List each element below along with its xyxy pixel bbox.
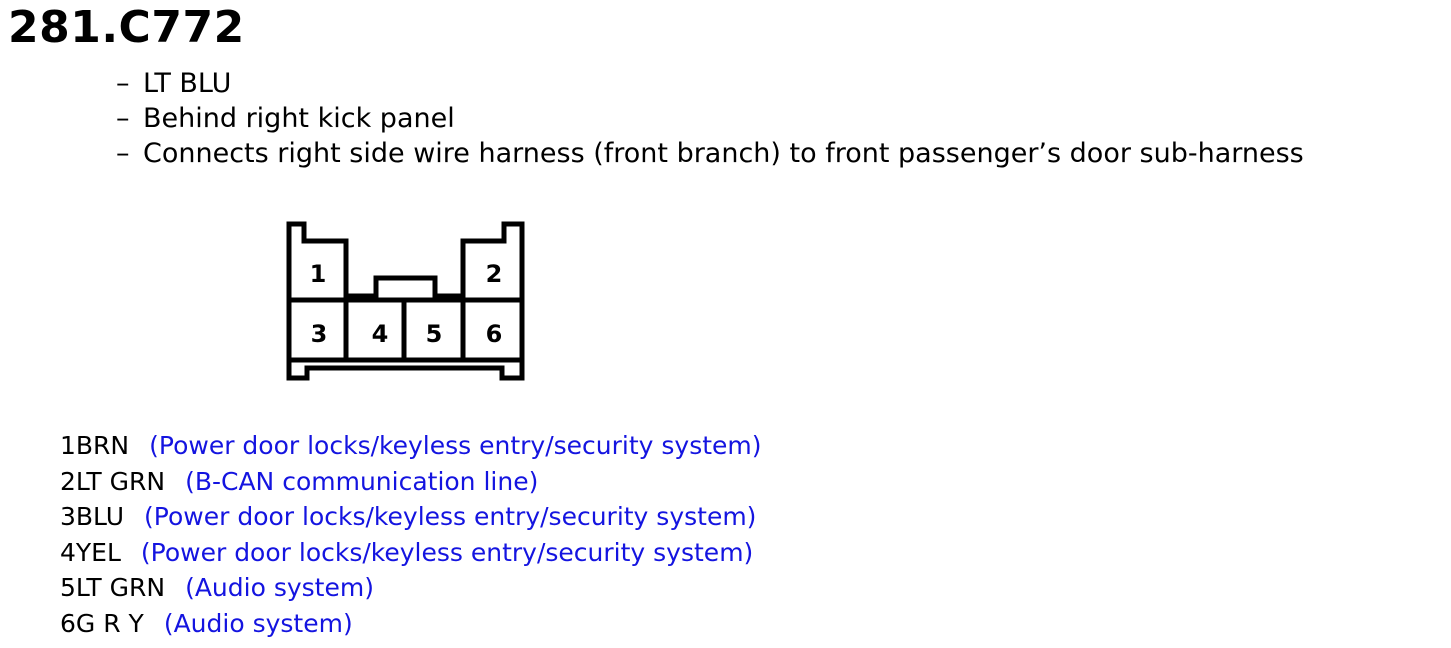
connector-title: 281.C772 xyxy=(8,2,245,53)
connector-face-diagram: 1 2 3 4 5 6 xyxy=(286,221,525,381)
wire-color: G R Y xyxy=(75,608,144,638)
note-dash: – xyxy=(116,138,130,169)
pin-number: 4 xyxy=(60,537,76,567)
note-dash: – xyxy=(116,103,130,134)
cavity-6-label: 6 xyxy=(486,320,503,348)
pin-number: 3 xyxy=(60,502,76,532)
cavity-1-label: 1 xyxy=(310,260,327,288)
connector-notes: –LT BLU –Behind right kick panel –Connec… xyxy=(116,66,1304,171)
note-text: Connects right side wire harness (front … xyxy=(143,138,1304,169)
pin-row: 2LT GRN (B-CAN communication line) xyxy=(60,464,762,500)
circuit-description: (Audio system) xyxy=(163,608,353,638)
pin-row: 6G R Y (Audio system) xyxy=(60,606,762,642)
circuit-description: (Power door locks/keyless entry/security… xyxy=(140,537,754,567)
cavity-2-label: 2 xyxy=(486,260,503,288)
note-item: –Behind right kick panel xyxy=(116,101,1304,136)
pin-row: 5LT GRN (Audio system) xyxy=(60,570,762,606)
cavity-3-label: 3 xyxy=(311,320,328,348)
wire-color: LT GRN xyxy=(75,466,166,496)
pin-number: 6 xyxy=(60,608,76,638)
wire-color: BLU xyxy=(75,502,125,532)
wire-color: BRN xyxy=(75,431,130,460)
pin-number: 1 xyxy=(60,431,76,460)
cavity-4-label: 4 xyxy=(372,320,389,348)
note-item: –Connects right side wire harness (front… xyxy=(116,136,1304,171)
circuit-description: (Audio system) xyxy=(185,573,374,603)
pin-list: 1BRN (Power door locks/keyless entry/secu… xyxy=(60,428,762,642)
cavity-5-label: 5 xyxy=(426,320,443,348)
note-text: LT BLU xyxy=(143,68,232,99)
wire-color: LT GRN xyxy=(75,573,166,603)
pin-number: 2 xyxy=(60,466,76,496)
note-text: Behind right kick panel xyxy=(143,103,455,134)
pin-row: 1BRN (Power door locks/keyless entry/secu… xyxy=(60,428,762,464)
pin-number: 5 xyxy=(60,573,76,603)
note-item: –LT BLU xyxy=(116,66,1304,101)
wire-color: YEL xyxy=(75,537,121,567)
circuit-description: (Power door locks/keyless entry/security… xyxy=(144,502,757,532)
pin-row: 4YEL (Power door locks/keyless entry/secu… xyxy=(60,535,762,571)
circuit-description: (Power door locks/keyless entry/security… xyxy=(149,431,762,460)
pin-row: 3BLU (Power door locks/keyless entry/secu… xyxy=(60,499,762,535)
circuit-description: (B-CAN communication line) xyxy=(185,466,539,496)
note-dash: – xyxy=(116,68,130,99)
